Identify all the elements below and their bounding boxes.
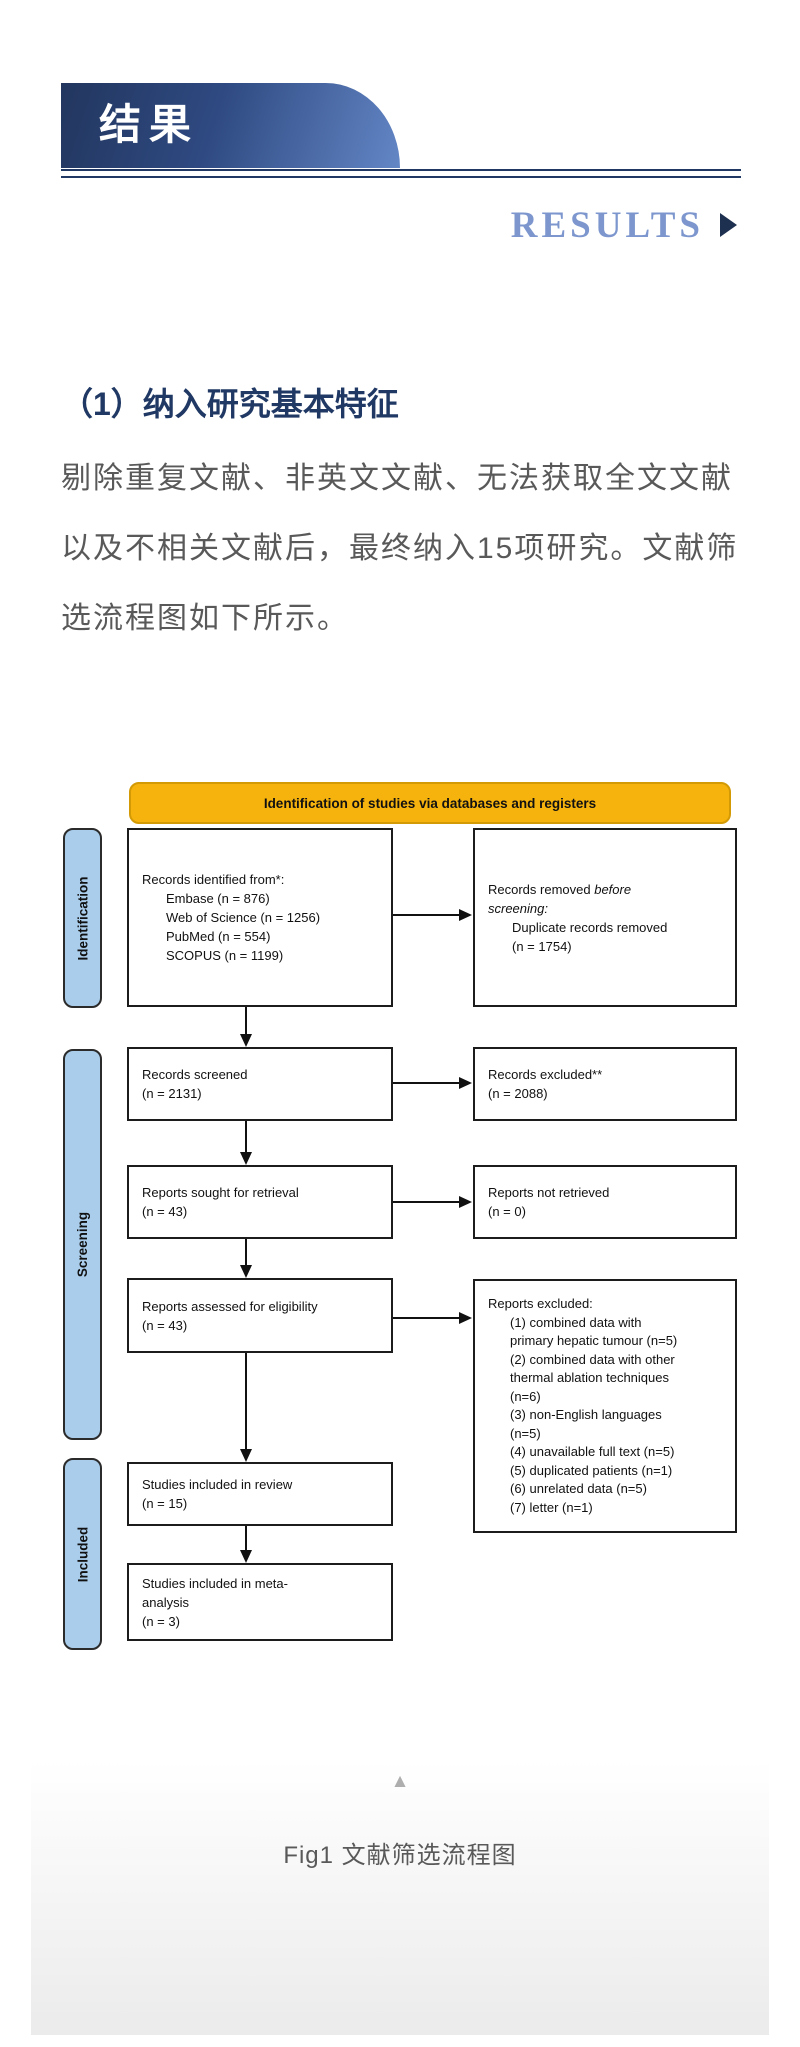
box-line: Records screened — [142, 1067, 248, 1082]
box-line: (n=5) — [510, 1425, 541, 1441]
flow-arrow-right — [393, 1201, 461, 1203]
arrow-right-icon — [459, 1312, 472, 1324]
results-subtitle-row: RESULTS — [511, 200, 737, 250]
figure-caption: Fig1 文献筛选流程图 — [283, 1842, 517, 1869]
box-line: (n=6) — [510, 1388, 541, 1404]
box-records-removed: Records removed before screening: Duplic… — [473, 828, 737, 1007]
arrow-right-icon — [459, 1077, 472, 1089]
box-line: analysis — [142, 1594, 189, 1610]
box-line: SCOPUS (n = 1199) — [166, 948, 284, 963]
arrow-down-icon — [240, 1550, 252, 1563]
box-line: (3) non-English languages — [510, 1407, 662, 1422]
arrow-down-icon — [240, 1265, 252, 1278]
box-line: Records removed before — [488, 881, 632, 897]
box-studies-meta: Studies included in meta- analysis (n = … — [127, 1563, 393, 1641]
paragraph-line: 剔除重复文献、非英文文献、无法获取全文文献 — [61, 462, 733, 495]
arrow-right-icon — [459, 909, 472, 921]
flow-arrow-right — [393, 1317, 461, 1319]
stage-included: Included — [63, 1458, 102, 1650]
arrow-down-icon — [240, 1034, 252, 1047]
box-line: (5) duplicated patients (n=1) — [510, 1462, 673, 1478]
box-studies-review: Studies included in review (n = 15) — [127, 1462, 393, 1526]
divider-line-bottom — [61, 176, 741, 178]
box-line: Reports assessed for eligibility — [142, 1298, 318, 1314]
box-line: (6) unrelated data (n=5) — [510, 1481, 647, 1496]
box-reports-assessed: Reports assessed for eligibility (n = 43… — [127, 1278, 393, 1353]
flow-arrow-right — [393, 914, 461, 916]
box-line: (n = 15) — [142, 1496, 188, 1511]
box-line: thermal ablation techniques — [510, 1370, 669, 1385]
box-line: Records excluded** — [488, 1067, 603, 1082]
box-line: (n = 3) — [142, 1613, 180, 1629]
box-line: Web of Science (n = 1256) — [166, 910, 321, 925]
flow-arrow-down — [245, 1526, 247, 1551]
results-subtitle: RESULTS — [510, 204, 704, 246]
arrow-down-icon — [240, 1152, 252, 1165]
arrow-right-icon — [459, 1196, 472, 1208]
box-line: (4) unavailable full text (n=5) — [510, 1444, 675, 1459]
stage-identification: Identification — [63, 828, 102, 1008]
box-line: (n = 2131) — [142, 1086, 202, 1101]
box-line: screening: — [488, 900, 548, 916]
card-bottom-shade — [31, 1760, 769, 2035]
divider-line-top — [61, 169, 741, 171]
stage-identification-label: Identification — [75, 876, 90, 960]
flow-arrow-down — [245, 1239, 247, 1266]
box-line: Reports excluded: — [488, 1296, 593, 1311]
flow-arrow-down — [245, 1007, 247, 1036]
collapse-triangle-icon: ▲ — [390, 1771, 410, 1792]
stage-included-label: Included — [75, 1526, 91, 1582]
box-reports-not-retrieved: Reports not retrieved (n = 0) — [473, 1165, 737, 1239]
box-line: Embase (n = 876) — [166, 891, 270, 906]
box-line: Studies included in meta- — [142, 1575, 288, 1591]
stage-screening: Screening — [63, 1049, 102, 1440]
paragraph-line: 以及不相关文献后，最终纳入15项研究。文献筛 — [61, 532, 739, 565]
arrow-down-icon — [240, 1449, 252, 1462]
box-line: (n = 0) — [488, 1204, 526, 1219]
flow-arrow-down — [245, 1121, 247, 1153]
box-line: (n = 43) — [142, 1204, 188, 1219]
flow-arrow-right — [393, 1082, 461, 1084]
box-line: Reports not retrieved — [488, 1185, 610, 1200]
banner-title: 结果 — [99, 102, 200, 149]
box-line: Records identified from*: — [142, 872, 285, 887]
box-records-identified: Records identified from*: Embase (n = 87… — [127, 828, 393, 1007]
box-line: Studies included in review — [142, 1477, 293, 1492]
box-line: (2) combined data with other — [510, 1351, 675, 1367]
results-banner: 结果 — [61, 83, 400, 168]
box-line: Duplicate records removed — [512, 919, 668, 935]
box-line: PubMed (n = 554) — [166, 929, 271, 944]
box-line: Reports sought for retrieval — [142, 1185, 299, 1200]
arrow-right-icon — [720, 213, 737, 237]
box-line: (n = 43) — [142, 1317, 188, 1333]
box-line: (1) combined data with — [510, 1314, 642, 1330]
stage-screening-label: Screening — [75, 1211, 90, 1278]
section-heading: （1）纳入研究基本特征 — [61, 386, 399, 422]
flow-header: Identification of studies via databases … — [129, 782, 731, 824]
flow-arrow-down — [245, 1353, 247, 1450]
box-records-excluded: Records excluded** (n = 2088) — [473, 1047, 737, 1121]
paragraph-line: 选流程图如下所示。 — [61, 602, 349, 635]
box-reports-sought: Reports sought for retrieval (n = 43) — [127, 1165, 393, 1239]
box-line: primary hepatic tumour (n=5) — [510, 1333, 678, 1348]
box-line: (n = 1754) — [512, 938, 572, 954]
box-line: (n = 2088) — [488, 1086, 548, 1101]
box-line: (7) letter (n=1) — [510, 1499, 593, 1515]
box-records-screened: Records screened (n = 2131) — [127, 1047, 393, 1121]
box-reports-excluded-reasons: Reports excluded: (1) combined data with… — [473, 1279, 737, 1533]
